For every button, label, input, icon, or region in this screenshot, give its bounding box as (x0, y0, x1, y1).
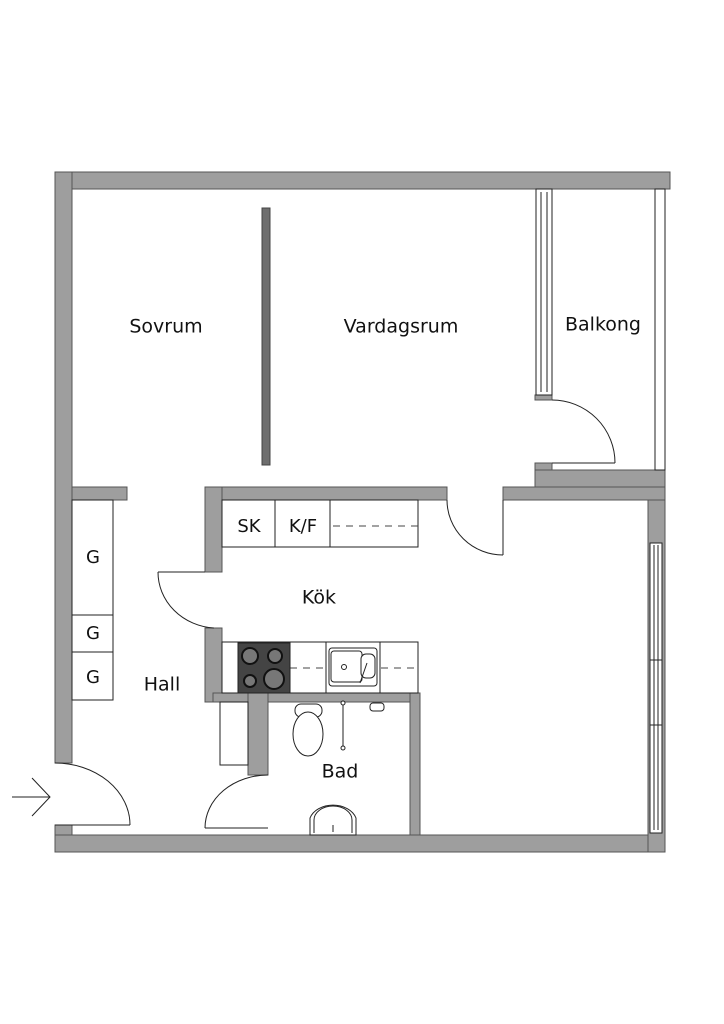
wardrobes: G G G (71, 499, 114, 701)
kitchen-lower-counter (221, 641, 419, 694)
room-label-hall: Hall (144, 674, 181, 696)
wardrobe-label: G (86, 547, 100, 568)
washbasin-icon (309, 804, 357, 836)
bathroom-door (204, 774, 269, 829)
balcony-door (551, 399, 616, 464)
shower-icon (340, 700, 385, 751)
entrance-arrow-icon (12, 777, 51, 817)
room-label-bad: Bad (322, 761, 359, 783)
room-label-sovrum: Sovrum (129, 316, 202, 338)
kitchen-door (157, 571, 215, 629)
wardrobe-label: G (86, 623, 100, 644)
fridge-freezer-label: K/F (289, 516, 317, 537)
stove-icon (237, 642, 291, 694)
entry-door (54, 762, 131, 826)
room-label-balkong: Balkong (565, 314, 641, 336)
room-label-vardagsrum: Vardagsrum (344, 316, 459, 338)
living-room-door (446, 499, 504, 556)
toilet-icon (292, 703, 324, 757)
windows (535, 188, 666, 834)
closet (219, 701, 249, 766)
freezer-label: SK (237, 516, 261, 537)
kitchen-upper-counter: SK K/F (221, 499, 419, 548)
doors[interactable] (54, 399, 616, 829)
room-label-kok: Kök (302, 587, 336, 609)
wardrobe-label: G (86, 667, 100, 688)
room-divider (261, 207, 271, 466)
sink-icon (328, 647, 378, 687)
